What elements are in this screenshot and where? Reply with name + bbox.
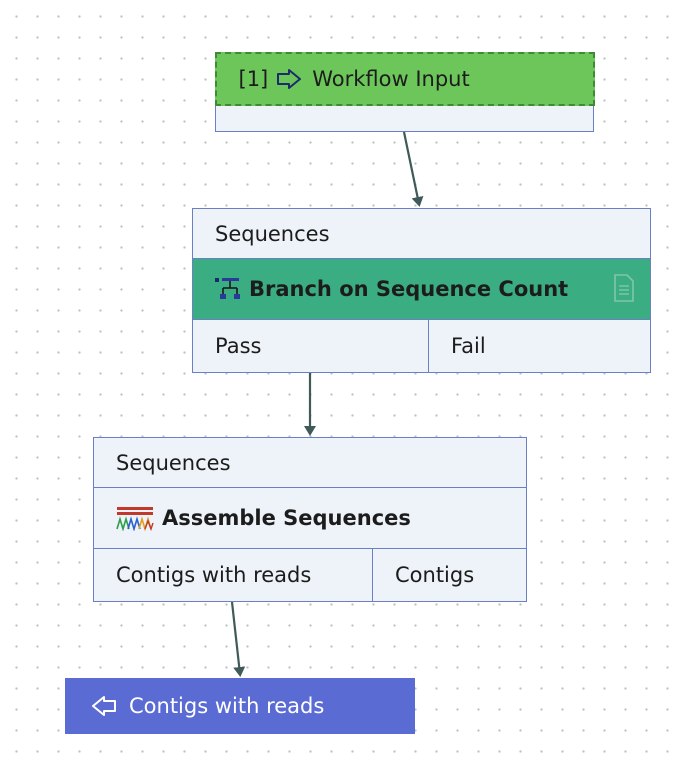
branch-output-fail[interactable]: Fail [428,320,650,372]
wire-input-to-branch [402,131,424,207]
branch-output-pass[interactable]: Pass [193,320,428,372]
branch-output-fail-label: Fail [451,334,486,358]
assemble-output-contigs-label: Contigs [395,563,475,587]
assemble-output-contigs-with-reads-label: Contigs with reads [116,563,312,587]
branch-title-bar[interactable]: Branch on Sequence Count [193,259,650,319]
assemble-icon [116,507,154,531]
workflow-output-node[interactable]: Contigs with reads [65,678,415,734]
workflow-input-node[interactable]: [1] Workflow Input [214,51,595,132]
assemble-output-contigs-with-reads[interactable]: Contigs with reads [94,549,372,601]
workflow-output-label: Contigs with reads [129,694,325,718]
assemble-sequences-node[interactable]: Sequences Assemble Sequences Contigs wit… [93,437,527,602]
branch-title: Branch on Sequence Count [249,277,569,301]
document-icon[interactable] [612,273,636,303]
assemble-title: Assemble Sequences [162,506,411,530]
assemble-input-port-label: Sequences [116,450,231,475]
branch-on-sequence-count-node[interactable]: Sequences Branch on Sequence Count Pass … [192,208,651,373]
workflow-input-header[interactable]: [1] Workflow Input [214,51,595,106]
branch-input-port[interactable]: Sequences [193,209,650,259]
branch-output-pass-label: Pass [215,334,262,358]
branch-input-port-label: Sequences [215,221,330,246]
branch-icon [215,278,240,299]
output-arrow-icon [92,696,116,716]
assemble-title-bar[interactable]: Assemble Sequences [94,488,526,548]
assemble-input-port[interactable]: Sequences [94,438,526,488]
input-arrow-icon [277,68,302,89]
workflow-input-index: [1] [238,66,269,91]
assemble-output-contigs[interactable]: Contigs [372,549,526,601]
wire-assemble-to-output [230,601,246,677]
workflow-input-label: Workflow Input [312,66,470,91]
